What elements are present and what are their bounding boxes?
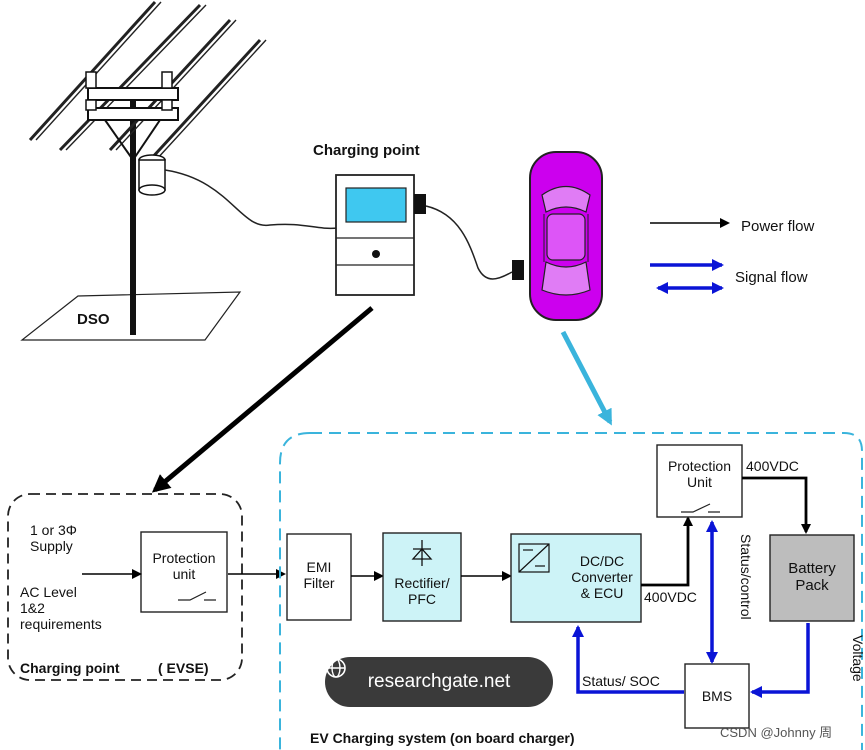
ev-system-caption: EV Charging system (on board charger) [310,730,575,746]
emi-filter-label: EMI Filter [303,559,335,592]
grid-cable [164,169,339,230]
evse-caption-left: Charging point [20,660,120,676]
evse-dashed-boundary [7,493,243,681]
researchgate-watermark: researchgate.net [325,657,553,707]
evse-protection-label: Protection unit [152,550,216,583]
evse-caption-right: ( EVSE) [158,660,209,676]
status-soc-signal-arrow [572,625,684,694]
protection-unit-label: Protection Unit [667,458,732,491]
diode-symbol-icon [411,540,433,566]
globe-icon [326,658,346,678]
car-to-system-arrow [560,330,613,426]
emi-filter-box [286,533,352,621]
voltage-400-bottom: 400VDC [644,589,697,605]
csdn-watermark: CSDN @Johnny 周 [720,725,833,740]
supply-label: 1 or 3Φ Supply [30,522,77,555]
ac-level-label: AC Level 1&2 requirements [20,584,102,633]
battery-pack-box [769,534,855,622]
charging-point-title: Charging point [313,142,420,159]
status-control-label: Status/control [738,534,755,620]
dcdc-symbol-icon [518,543,550,573]
charging-station-illustration [335,174,524,296]
current-voltage-label: Current/ Voltage [850,635,865,682]
bms-label: BMS [701,688,733,704]
current-voltage-signal-arrow [750,623,810,698]
evse-protection-box [140,531,228,613]
station-screen [345,187,407,223]
voltage-400-top: 400VDC [746,458,799,474]
dcdc-label: DC/DC Converter & ECU [571,553,633,602]
status-soc-label: Status/ SOC [582,673,660,689]
dso-label: DSO [77,311,110,328]
researchgate-watermark-text: researchgate.net [367,671,511,692]
legend-signal-label: Signal flow [735,269,808,286]
battery-pack-label: Battery Pack [788,560,836,595]
ev-system-dashed-boundary [310,432,863,750]
bms-box [684,663,750,729]
utility-pole-illustration [20,0,339,341]
rectifier-label: Rectifier/ PFC [394,575,450,608]
legend-power-label: Power flow [741,218,815,235]
protection-unit-box [656,444,743,518]
station-to-evse-arrow [151,306,374,493]
ground-plane [20,291,242,341]
ev-car-illustration [529,151,603,321]
dcdc-converter-box [510,533,642,623]
station-plug [414,194,426,214]
car-plug [512,260,524,280]
